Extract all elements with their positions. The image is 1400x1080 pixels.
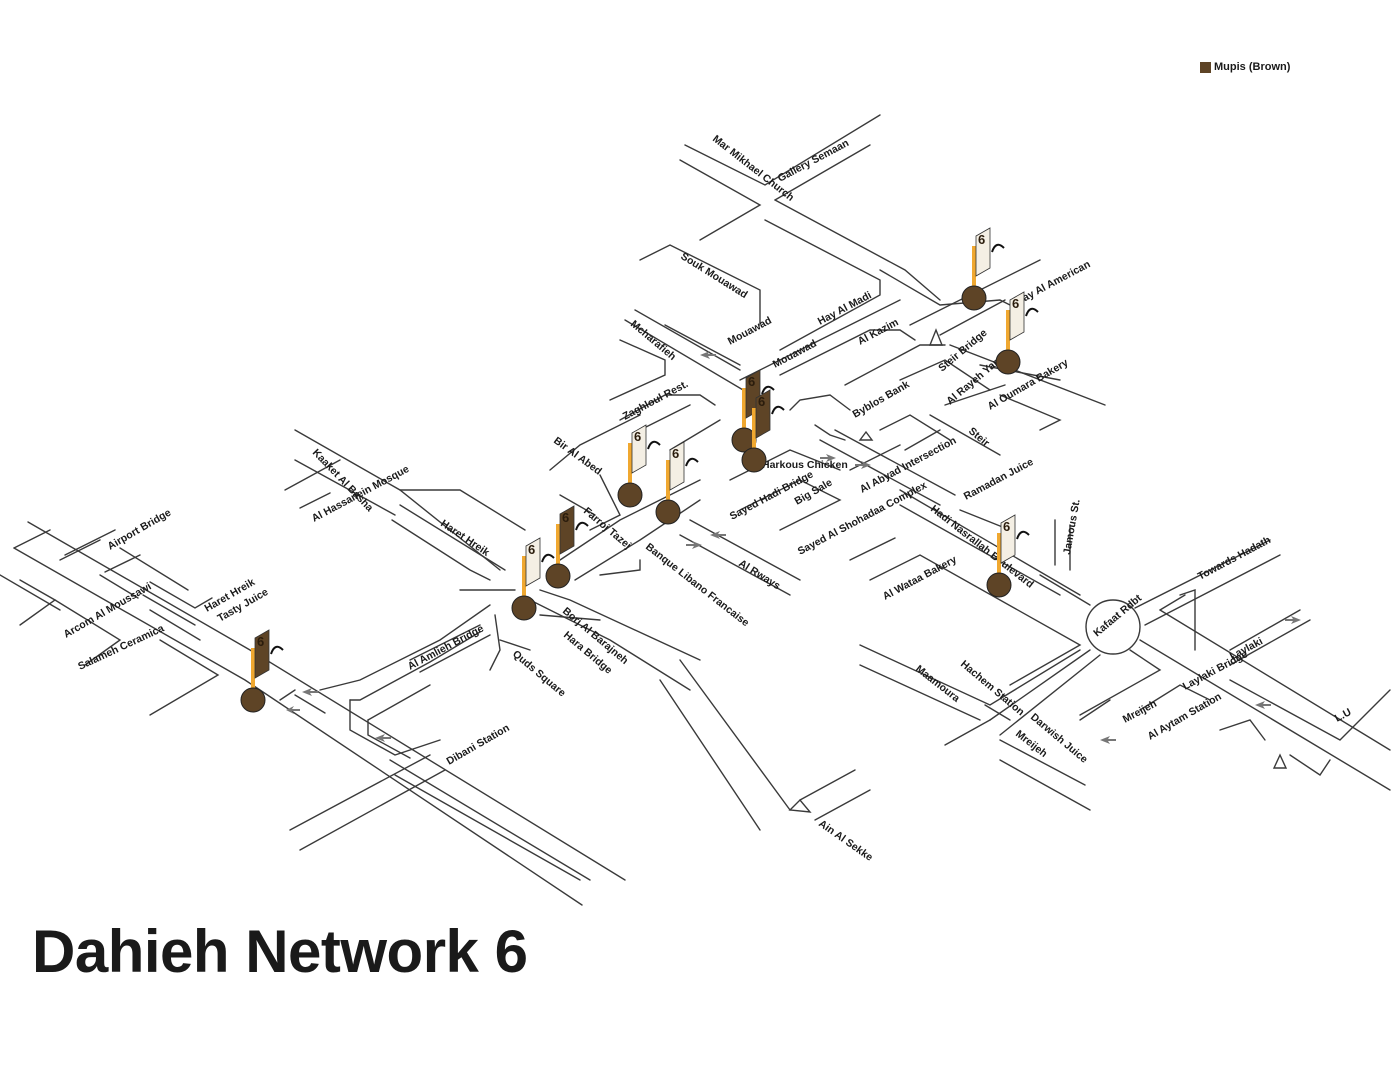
mupi-marker: 6 [986,514,1030,598]
view-direction-arrow [270,645,284,655]
place-label: Al Kazim [856,316,901,347]
mupi-panel [1009,291,1025,341]
mupi-panel [669,441,685,491]
mupi-number: 6 [562,510,569,525]
place-label: Maamoura [913,663,962,705]
view-direction-arrow [647,440,661,450]
place-label: Jamous St. [1061,498,1083,555]
mupi-marker: 6 [240,629,284,713]
place-label: Mreijeh [1121,698,1159,726]
mupi-number: 6 [672,446,679,461]
mupi-number: 6 [634,429,641,444]
place-label: Hay Al American [1014,258,1093,307]
place-label: Byblos Bank [851,378,912,420]
place-label: Ain Al Sekke [816,818,875,864]
mupi-number: 6 [1012,296,1019,311]
place-label: Kafaat Rdbt [1091,592,1144,639]
mupi-panel [755,389,771,439]
mupi-number: 6 [748,374,755,389]
mupi-pole [752,408,756,460]
place-label: Zaghloul Rest. [621,378,691,423]
place-label: L.U [1333,706,1354,725]
legend-label: Mupis (Brown) [1214,61,1291,73]
place-label: Haret Hreik [438,518,491,559]
mupi-marker: 6 [995,291,1039,375]
mupi-pole [972,246,976,298]
mupi-marker: 6 [961,227,1005,311]
mupi-pole [251,648,255,700]
mupi-number: 6 [257,634,264,649]
place-label: Mouawad [726,315,774,348]
traffic-arrows [286,351,1301,744]
mupi-marker: 6 [545,505,589,589]
mupi-panel [559,505,575,555]
mupi-base [655,499,681,525]
mupi-base [961,285,987,311]
place-label: Airport Bridge [106,507,174,553]
mupi-base [995,349,1021,375]
mupi-marker: 6 [741,389,785,473]
place-label: Farroj Tazej [581,505,633,552]
view-direction-arrow [991,243,1005,253]
place-label: Quds Square [510,648,568,699]
mupi-panel [525,537,541,587]
view-direction-arrow [761,385,775,395]
mupi-pole [666,460,670,512]
place-label: Salameh Ceramica [76,622,166,672]
place-label: Al Amlieh Bridge [406,622,486,672]
place-label: Mcharafieh [628,318,678,363]
place-label: Hay Al Madi [816,289,874,327]
place-label: Hadi Nasrallah Boulevard [928,503,1036,591]
place-label: Mar Mikhael Church [710,133,796,204]
place-label: Al Wataa Bakery [881,554,959,603]
mupi-pole [997,533,1001,585]
place-label: Steir [966,425,992,449]
mupi-base [617,482,643,508]
mupi-base [240,687,266,713]
legend-swatch-brown [1200,61,1211,73]
view-direction-arrow [575,521,589,531]
view-direction-arrow [541,553,555,563]
view-direction-arrow [1025,307,1039,317]
mupi-base [986,572,1012,598]
mupi-pole [1006,310,1010,362]
mupi-panel [254,629,270,679]
mupi-base [511,595,537,621]
mupi-number: 6 [978,232,985,247]
place-label: Banque Libano Francaise [643,541,751,629]
view-direction-arrow [771,405,785,415]
mupi-marker: 6 [655,441,699,525]
mupi-pole [742,388,746,440]
place-label: Al Rways [736,557,782,592]
map-title: Dahieh Network 6 [32,918,528,985]
place-label: Towards Hadath [1196,534,1273,583]
view-direction-arrow [685,457,699,467]
mupi-panel [631,424,647,474]
place-label: Ramadan Juice [962,456,1036,503]
place-label: Dibani Station [445,722,512,768]
mupi-number: 6 [758,394,765,409]
mupi-pole [556,524,560,576]
mupi-pole [628,443,632,495]
mupi-base [741,447,767,473]
mupi-marker: 6 [511,537,555,621]
place-label: Al Aytam Station [1146,691,1224,743]
mupi-number: 6 [528,542,535,557]
place-label: Souk Mouawad [678,250,749,301]
place-label: Al Hassanein Mosque [310,463,412,525]
view-direction-arrow [1016,530,1030,540]
mupi-number: 6 [1003,519,1010,534]
mupi-base [545,563,571,589]
mupi-panel [1000,514,1016,564]
mupi-panel [975,227,991,277]
place-label: Harkous Chicken [762,459,848,471]
road-network [0,114,1391,906]
place-label: Bir Al Abed [551,435,604,478]
mupi-marker: 6 [617,424,661,508]
legend: Mupis (Brown) [1200,61,1290,73]
mupi-pole [522,556,526,608]
